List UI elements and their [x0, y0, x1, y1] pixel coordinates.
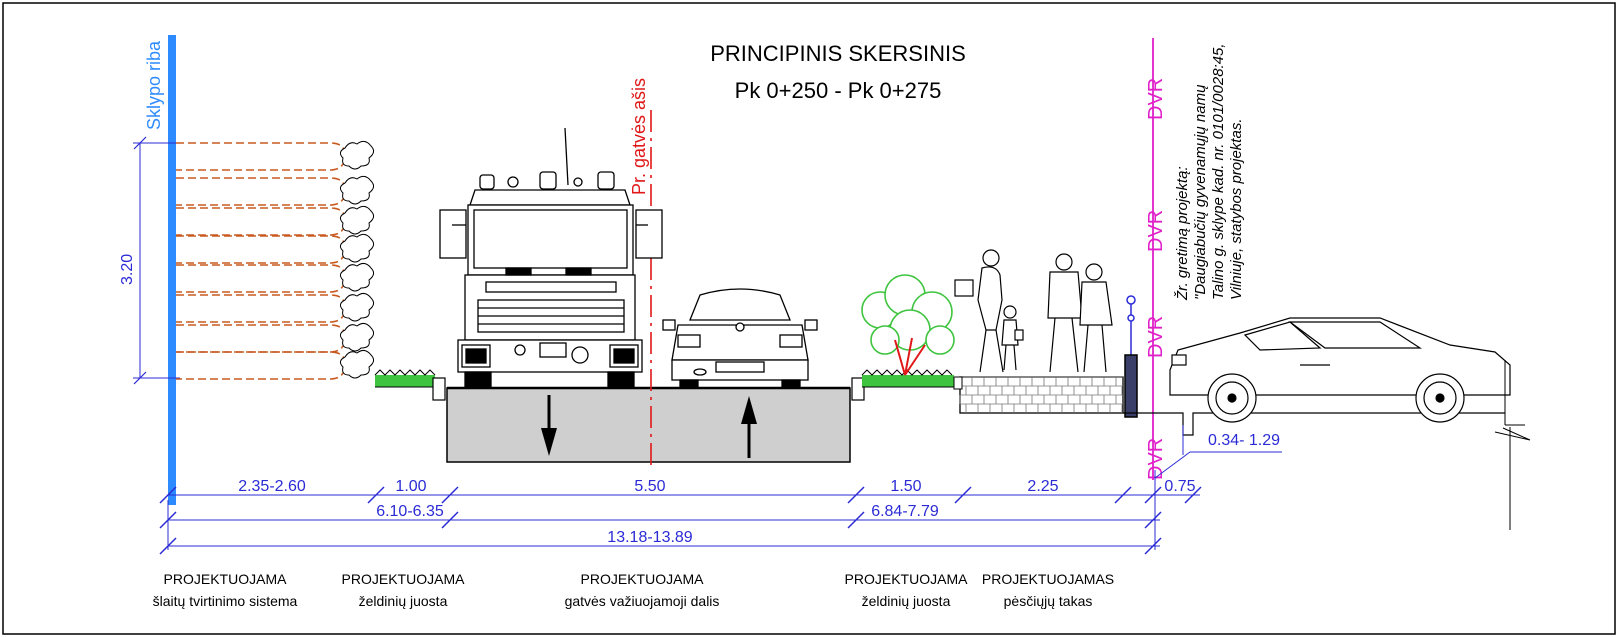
anchor-loop [176, 264, 346, 293]
dimension-lines [159, 425, 1282, 555]
note-line2: "Daugiabučių gyvenamųjų namų [1192, 84, 1209, 300]
label-slope-2: šlaitų tvirtinimo sistema [153, 593, 298, 609]
lane-arrow-up [741, 396, 757, 458]
dvr-label-1: DVR [1145, 78, 1167, 120]
anchor-head [339, 205, 375, 235]
label-road-1: PROJEKTUOJAMA [581, 571, 705, 587]
section-break-right [1494, 360, 1531, 530]
curb-right [851, 377, 865, 401]
anchor-loop [176, 207, 346, 236]
dim-left-total: 6.10-6.35 [376, 503, 444, 520]
anchor-head [339, 140, 375, 170]
bush-illustration [861, 274, 955, 376]
dim-sidewalk: 2.25 [1027, 478, 1058, 495]
label-sidewalk-1: PROJEKTUOJAMAS [982, 571, 1114, 587]
dvr-label-4: DVR [1145, 438, 1167, 480]
anchor-head [339, 322, 375, 352]
curb-left [432, 377, 446, 401]
street-axis-label: Pr. gatvės ašis [629, 78, 649, 195]
car-rear-illustration [662, 288, 818, 389]
label-green-right-1: PROJEKTUOJAMA [845, 571, 969, 587]
anchor-head [339, 175, 375, 205]
dim-overall: 13.18-13.89 [607, 529, 693, 546]
light-pole [1124, 295, 1138, 418]
green-strip-right [861, 369, 954, 388]
label-green-left-2: želdinių juosta [359, 593, 448, 609]
note-line4: Vilniuje, statybos projektas. [1228, 119, 1245, 301]
anchor-heads [339, 140, 375, 379]
car-side-illustration [1169, 317, 1511, 423]
note-line1: Žr. gretimą projektą: [1174, 166, 1191, 301]
dim-right-total: 6.84-7.79 [871, 503, 939, 520]
label-green-right-2: želdinių juosta [862, 593, 951, 609]
label-green-left-1: PROJEKTUOJAMA [342, 571, 466, 587]
boundary-label: Sklypo riba [144, 40, 164, 130]
neighbor-project-note: Žr. gretimą projektą: "Daugiabučių gyven… [1174, 43, 1245, 301]
anchor-loop [176, 142, 346, 171]
dim-edge: 0.75 [1164, 478, 1195, 495]
dvr-label-3: DVR [1145, 316, 1167, 358]
label-slope-1: PROJEKTUOJAMA [164, 571, 288, 587]
height-dim-label: 3.20 [119, 254, 136, 285]
slope-anchors [176, 142, 346, 380]
dvr-label-2: DVR [1145, 210, 1167, 252]
anchor-loop [176, 351, 346, 380]
title-line1: PRINCIPINIS SKERSINIS [710, 41, 966, 66]
title-line2: Pk 0+250 - Pk 0+275 [735, 78, 942, 103]
anchor-loop [176, 177, 346, 206]
sidewalk-paving [959, 376, 1124, 414]
truck-illustration [439, 127, 663, 389]
dim-green-left: 1.00 [395, 478, 426, 495]
anchor-loop [176, 324, 346, 353]
anchor-head [339, 233, 375, 263]
label-road-2: gatvės važiuojamoji dalis [565, 593, 720, 609]
lane-arrow-down [541, 395, 557, 456]
green-strip-left [374, 369, 436, 388]
dim-green-right: 1.50 [890, 478, 921, 495]
sidewalk-edge [953, 376, 963, 390]
label-sidewalk-2: pėsčiųjų takas [1004, 593, 1093, 609]
anchor-loop [176, 294, 346, 323]
dim-side: 0.34- 1.29 [1208, 432, 1280, 449]
anchor-head [339, 292, 375, 322]
bottom-labels: PROJEKTUOJAMA šlaitų tvirtinimo sistema … [153, 571, 1114, 609]
note-line3: Talino g. sklype kad. nr. 0101/0028:45, [1210, 43, 1227, 300]
anchor-loop [176, 235, 346, 264]
roadway [446, 386, 851, 463]
dim-slope: 2.35-2.60 [238, 478, 306, 495]
anchor-head [339, 262, 375, 292]
height-dimension: 3.20 [119, 136, 180, 385]
pedestrians-illustration [954, 249, 1113, 373]
dim-road: 5.50 [634, 478, 665, 495]
anchor-head [339, 349, 375, 379]
